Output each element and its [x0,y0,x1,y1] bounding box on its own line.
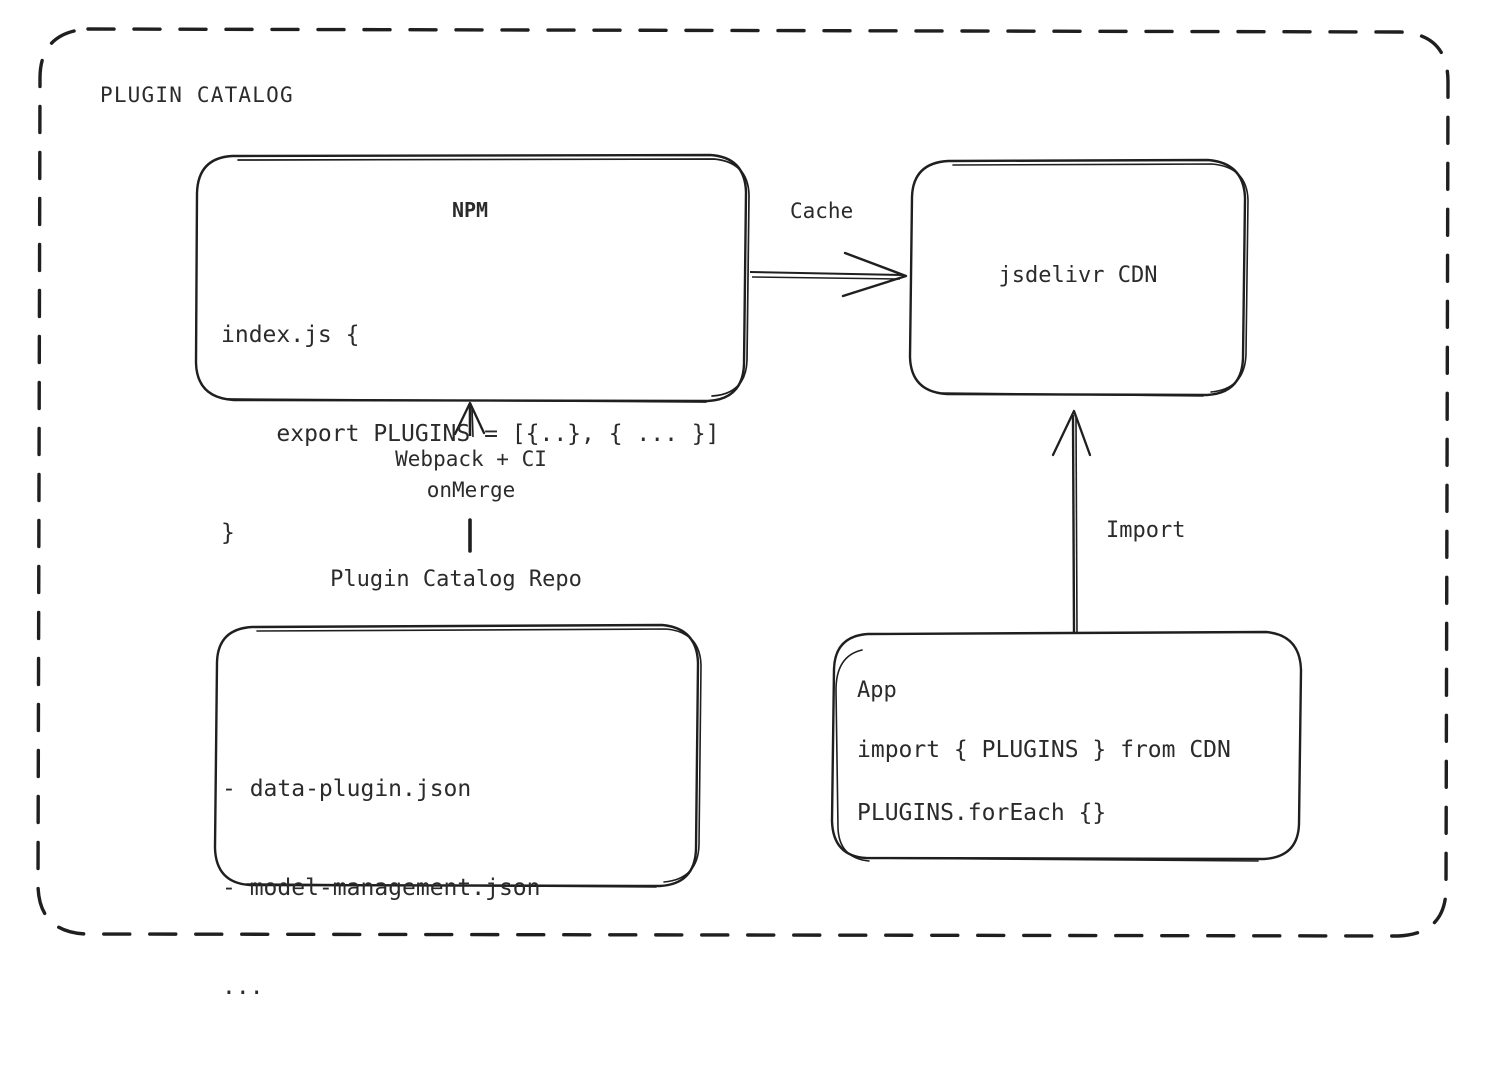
npm-code-line: index.js { [221,322,360,348]
npm-code-line: export PLUGINS = [{..}, { ... }] [221,421,720,447]
npm-node-title: NPM [451,198,489,222]
app-code-line: PLUGINS.forEach {} [857,800,1107,826]
build-edge-label-line1: Webpack + CI [395,447,547,471]
repo-file-item: ... [222,974,264,1000]
app-node-title: App [857,678,897,703]
cdn-node-title: jsdelivr CDN [998,263,1158,288]
import-edge-label: Import [1106,518,1186,543]
repo-node-label: Plugin Catalog Repo [330,567,582,592]
repo-file-list: - data-plugin.json - model-management.js… [222,707,541,1070]
import-arrow [1051,409,1092,633]
page-title: PLUGIN CATALOG [100,83,294,107]
repo-file-item: - model-management.json [222,875,541,901]
cache-arrow [749,251,908,298]
cache-edge-label: Cache [790,199,854,223]
repo-file-item: - data-plugin.json [222,776,472,802]
build-edge-label-line2: onMerge [426,478,516,502]
app-code-line: import { PLUGINS } from CDN [857,737,1231,763]
npm-code-line: } [221,520,235,546]
diagram-canvas: PLUGIN CATALOG NPM index.js { export PLU… [36,27,1450,1000]
npm-code-block: index.js { export PLUGINS = [{..}, { ...… [221,253,720,616]
